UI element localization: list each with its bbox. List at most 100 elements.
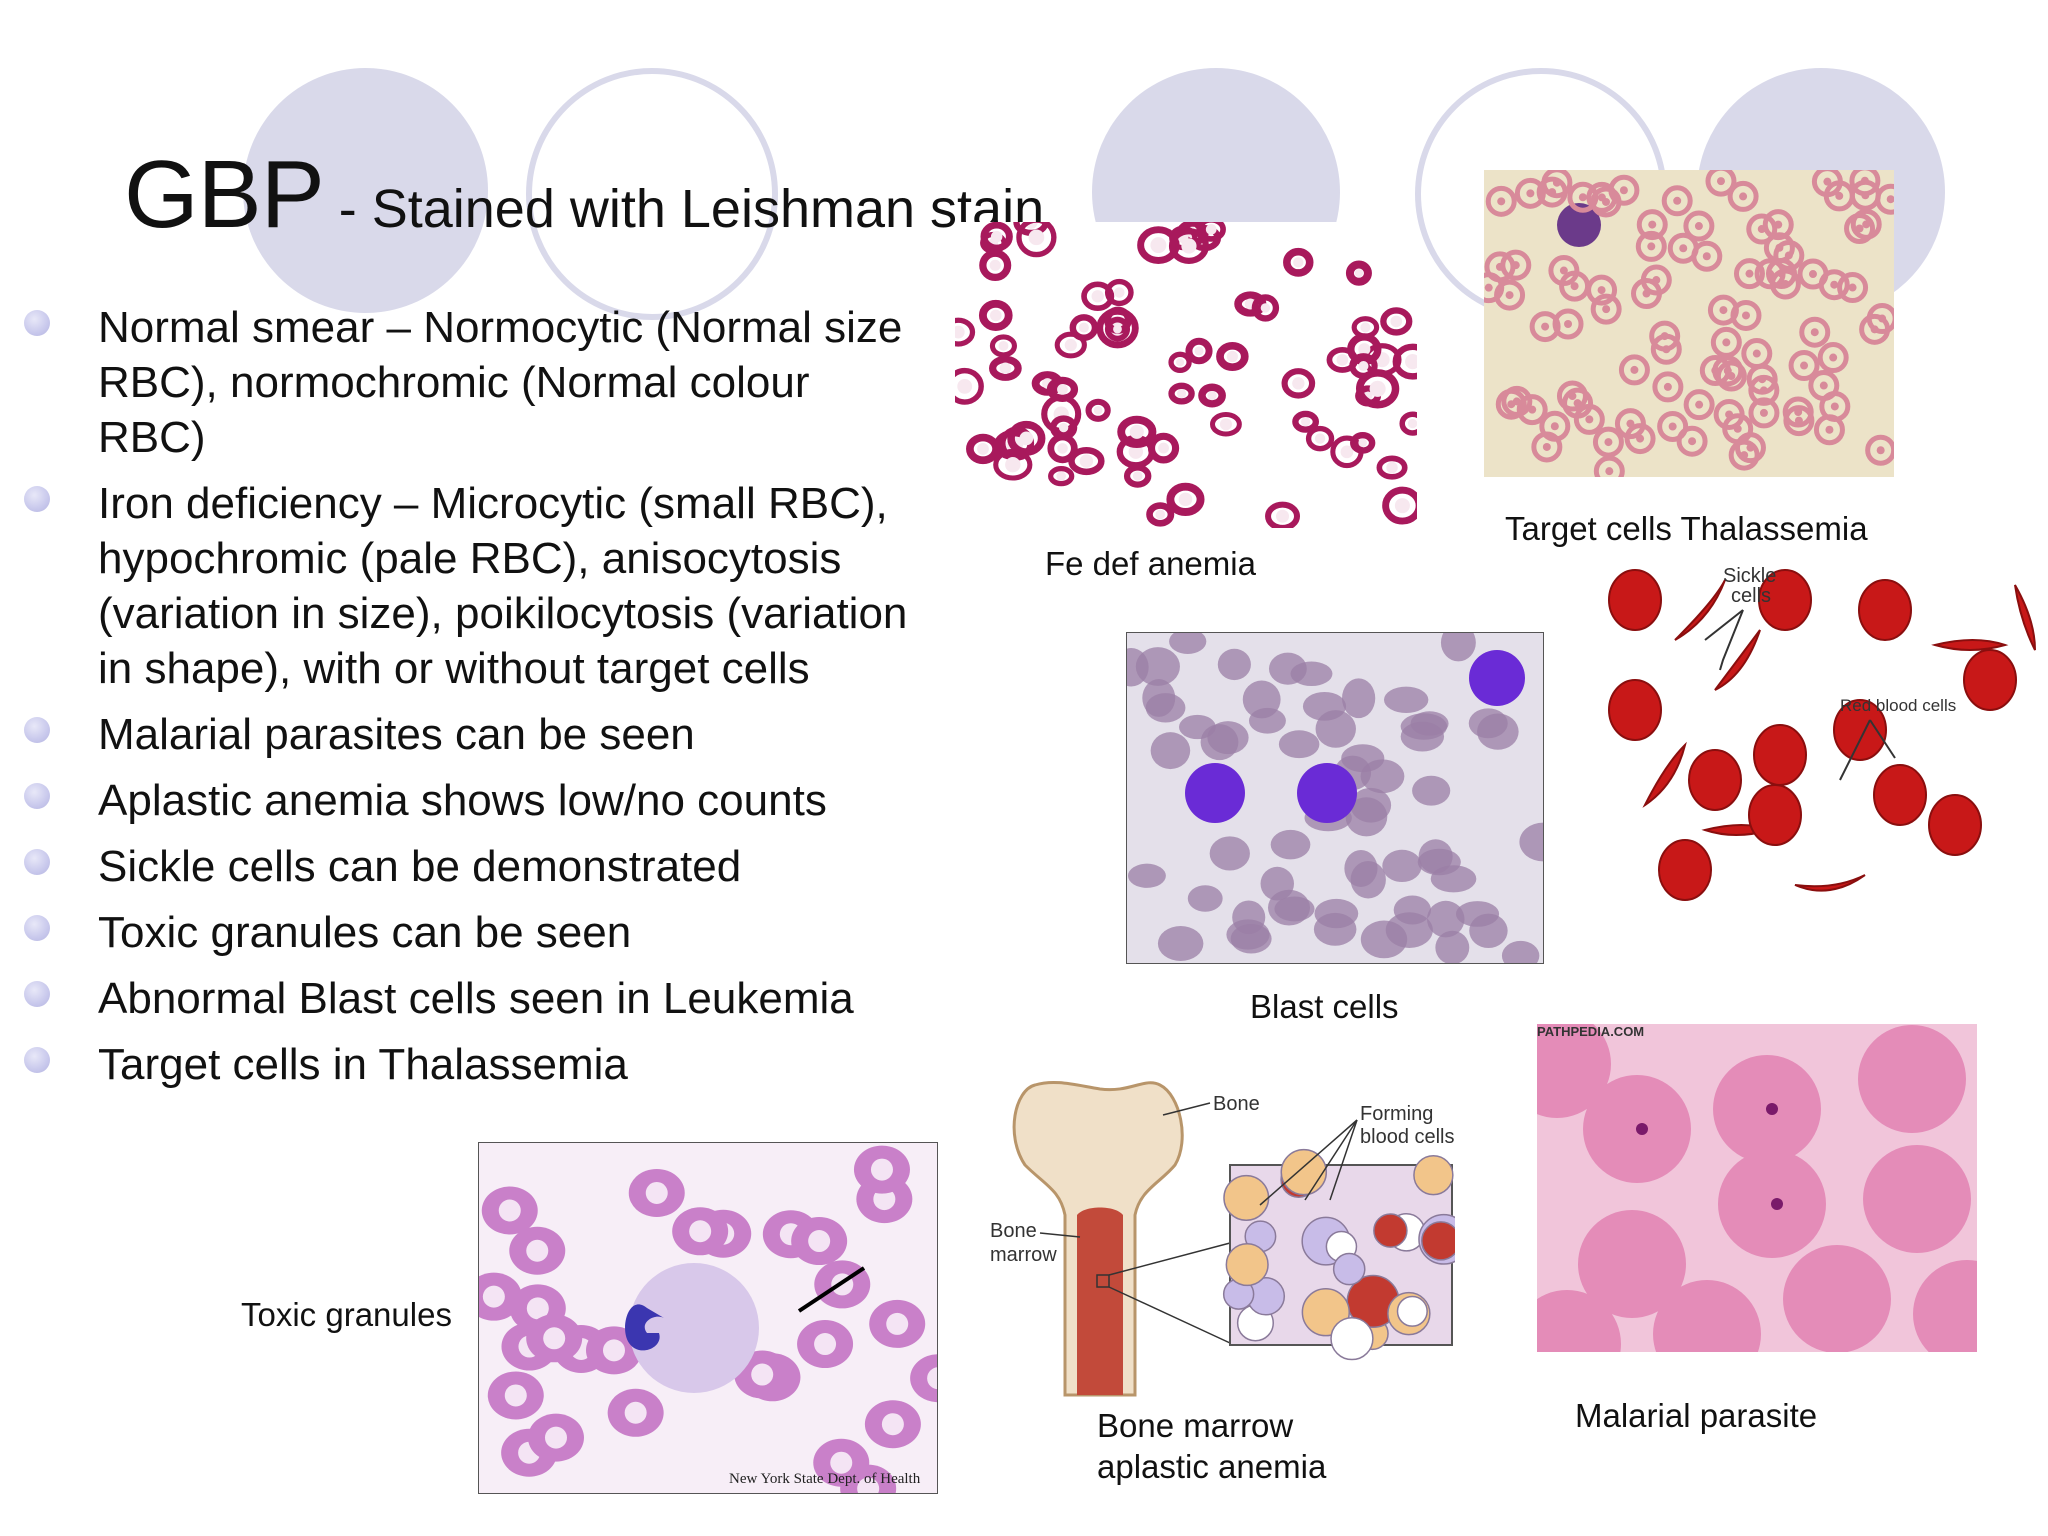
target-center [1741, 311, 1750, 320]
target-center [1810, 328, 1819, 337]
rbc-cell [1145, 693, 1186, 723]
toxic-granules-image: New York State Dept. of Health [478, 1142, 938, 1494]
target-center [1823, 177, 1832, 186]
rbc-cell [1501, 940, 1540, 963]
marrow-cell [1225, 1242, 1269, 1287]
target-cell [1531, 431, 1563, 463]
rbc-cell [1016, 222, 1057, 258]
target-cell [1762, 209, 1794, 241]
rbc-cell [1265, 501, 1301, 528]
rbc-pale-center [1178, 492, 1193, 507]
bullet-icon [24, 981, 50, 1007]
target-center [1652, 276, 1661, 285]
rbc-pale-center [989, 309, 1002, 322]
target-center [1597, 286, 1606, 295]
blast-nucleus [1185, 763, 1245, 823]
rbc-cell [1054, 331, 1087, 359]
target-center [1886, 195, 1894, 204]
rbc-cell [1913, 1260, 1977, 1352]
white-cell [1557, 203, 1601, 247]
bullet-text: Sickle cells can be demonstrated [98, 842, 742, 891]
target-center [1605, 467, 1614, 476]
rbc-cell [1519, 822, 1543, 862]
rbc-pale-center [955, 325, 965, 339]
zoom-marker [1096, 1274, 1110, 1288]
rbc-pale-center [1336, 354, 1349, 366]
target-center [1860, 176, 1869, 185]
target-cell [1640, 264, 1672, 296]
rbc-cell [1210, 411, 1242, 437]
rbc-cell [1400, 713, 1448, 740]
rbc-pale-center [1314, 433, 1326, 444]
rbc-cell [1217, 648, 1251, 681]
rbc-pale-center [830, 1451, 853, 1474]
rbc-pale-center [1358, 361, 1369, 372]
target-cell [1592, 426, 1624, 458]
rbc-pale-center [543, 1327, 566, 1350]
rbc-cell [1185, 337, 1213, 365]
rbc-pale-center [602, 1339, 625, 1362]
rbc-cell [1418, 839, 1453, 874]
rbc-cell [1833, 699, 1887, 761]
rbc-cell [1350, 787, 1392, 823]
target-cell [1562, 387, 1594, 419]
rbc-pale-center [1058, 422, 1069, 433]
rbc-pale-center [624, 1401, 647, 1424]
target-cell [1516, 394, 1548, 426]
bullet-text: Toxic granules can be seen [98, 908, 632, 957]
target-center [1570, 282, 1579, 291]
rbc-pale-center [1260, 303, 1271, 313]
rbc-pale-center [1181, 238, 1197, 254]
target-center [1630, 365, 1639, 374]
target-cells-caption: Target cells Thalassemia [1505, 510, 1868, 547]
rbc-pale-center [1019, 431, 1034, 446]
target-cell [1495, 388, 1527, 420]
rbc-pale-center [1113, 324, 1122, 334]
blast-nucleus [1297, 763, 1357, 823]
rbc-cell [1270, 829, 1311, 860]
target-cell [1636, 209, 1668, 241]
rbc-cell [1048, 466, 1075, 487]
bullet-item: Iron deficiency – Microcytic (small RBC)… [0, 476, 920, 696]
target-center [1870, 325, 1879, 334]
bone-marrow-caption-line: aplastic anemia [1097, 1448, 1327, 1485]
rbc-cell [1147, 432, 1180, 464]
target-center [1564, 320, 1573, 329]
target-cell [1514, 177, 1546, 209]
target-cell [1494, 279, 1526, 311]
rbc-cell [1209, 836, 1250, 871]
target-center [1848, 283, 1857, 292]
title-subtitle: - Stained with Leishman stain [323, 179, 1045, 239]
rbc-cell [1234, 291, 1267, 317]
bone-marrow-label: Bone [990, 1220, 1037, 1242]
target-center [1781, 279, 1790, 288]
target-cell [1769, 268, 1801, 300]
rbc-cell [1068, 447, 1105, 476]
rbc-pale-center [1358, 438, 1367, 448]
pointer-line [1039, 1232, 1081, 1238]
rbc-pale-center [989, 259, 1001, 271]
target-cell [1683, 210, 1715, 242]
rbc-cell [1315, 710, 1356, 748]
rbc-pale-center [957, 378, 973, 394]
rbc-pale-center [1369, 380, 1386, 397]
rbc-pale-center [1340, 445, 1354, 459]
rbc-pale-center [881, 1413, 904, 1436]
bullet-list: Normal smear – Normocytic (Normal size R… [0, 300, 920, 1103]
pointer-line [1719, 609, 1744, 671]
target-center [1559, 266, 1568, 275]
bone-marrow-cavity [1077, 1207, 1123, 1395]
target-center [1604, 438, 1613, 447]
arrow-line [797, 1266, 866, 1313]
rbc-pale-center [990, 230, 1003, 243]
target-cell [1748, 397, 1780, 429]
target-center [1507, 400, 1516, 409]
rbc-pale-center [1155, 509, 1166, 520]
rbc-cell [1278, 730, 1320, 759]
target-cell [1548, 255, 1580, 287]
target-cell [1773, 239, 1805, 271]
rbc-pale-center [1386, 461, 1398, 474]
bone-label: Bone [1213, 1093, 1260, 1115]
rbc-cell [1292, 410, 1320, 433]
rbc-cell [1166, 482, 1205, 516]
